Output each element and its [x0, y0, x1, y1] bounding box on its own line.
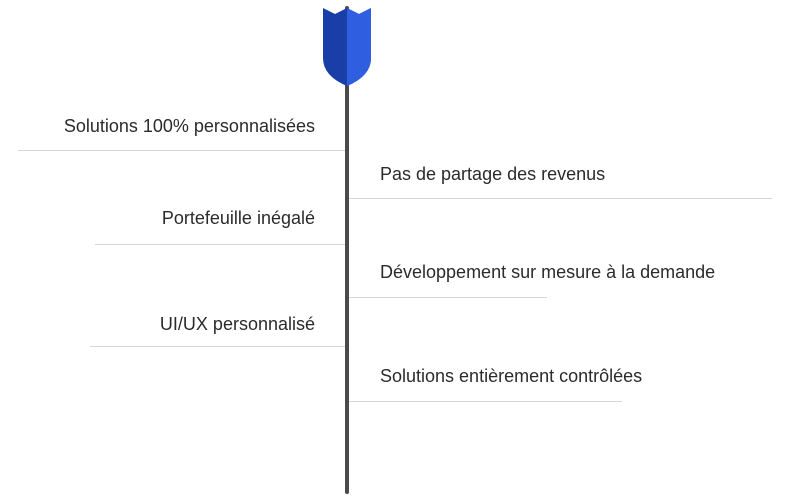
- divider-line: [349, 401, 622, 402]
- divider-line: [95, 244, 345, 245]
- feature-item-left: Portefeuille inégalé: [161, 208, 315, 228]
- divider-line: [349, 297, 547, 298]
- feature-item-right: Pas de partage des revenus: [380, 164, 606, 184]
- feature-item-left: UI/UX personnalisé: [159, 314, 315, 334]
- shield-icon: [323, 8, 371, 86]
- feature-item-right: Développement sur mesure à la demande: [380, 262, 716, 282]
- divider-line: [18, 150, 345, 151]
- feature-item-right: Solutions entièrement contrôlées: [380, 366, 643, 386]
- divider-line: [90, 346, 345, 347]
- timeline-axis: [345, 6, 349, 494]
- divider-line: [349, 198, 772, 199]
- feature-item-left: Solutions 100% personnalisées: [63, 116, 315, 136]
